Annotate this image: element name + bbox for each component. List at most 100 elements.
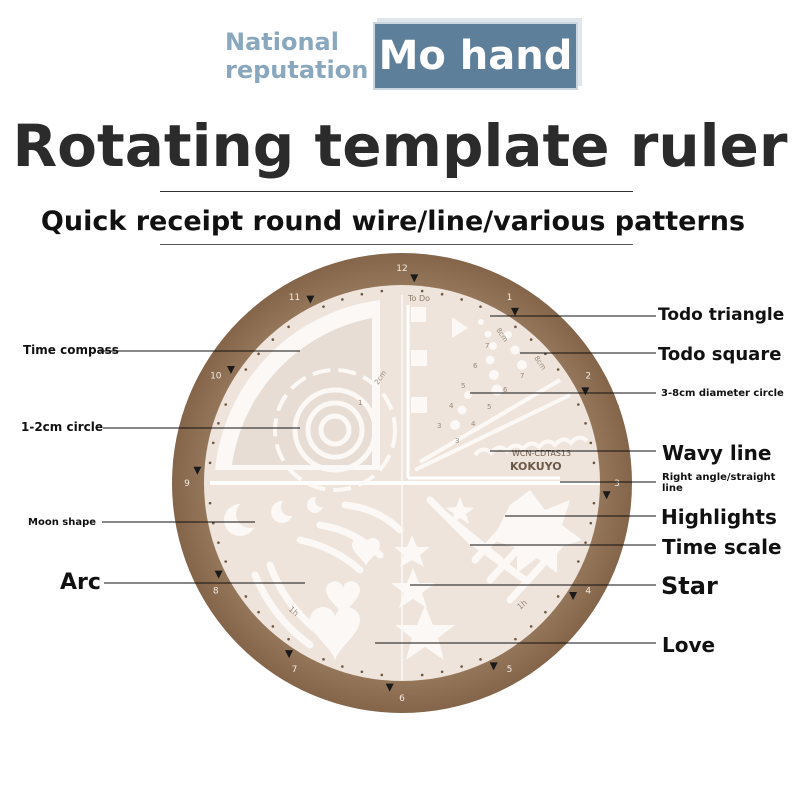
dial-number: 8 xyxy=(213,587,219,597)
dial-tick xyxy=(360,670,364,674)
dial-triangle xyxy=(489,662,498,671)
dial-tick xyxy=(341,298,344,301)
dial-tick xyxy=(479,658,482,661)
dial-tick xyxy=(380,673,384,677)
page-title: Rotating template ruler xyxy=(12,112,788,180)
dial-tick xyxy=(529,625,533,628)
dial-tick xyxy=(341,665,344,668)
brand-logo: National reputation Mo hand xyxy=(225,20,585,95)
dial-tick xyxy=(244,368,248,371)
dial-tick xyxy=(322,305,325,308)
dial-tick xyxy=(257,610,260,614)
maker-logo: KOKUYO xyxy=(510,460,562,473)
dial-triangle xyxy=(285,650,294,659)
dial-tick xyxy=(592,461,596,465)
scale-mark: 4 xyxy=(449,402,454,410)
dial-tick xyxy=(577,560,580,563)
dial-tick xyxy=(514,325,517,329)
scale-mark: 7 xyxy=(485,342,489,350)
dial-number: 2 xyxy=(585,372,591,382)
dial-tick xyxy=(589,521,593,525)
dial-tick xyxy=(479,305,482,308)
dial-triangle xyxy=(410,274,419,283)
dial-number: 4 xyxy=(585,587,591,597)
scale-mark: 5 xyxy=(487,403,491,411)
callout-arc: Arc xyxy=(60,570,101,595)
dial-tick xyxy=(440,292,444,296)
callout-moon-shape: Moon shape xyxy=(28,517,97,528)
scale-mark: 7 xyxy=(520,372,524,380)
title-divider xyxy=(160,191,633,192)
todo-label: To Do xyxy=(407,294,430,303)
dial-triangle xyxy=(193,466,202,475)
dial-tick xyxy=(440,670,444,674)
callout-circle-1-2cm: 1-2cm circle xyxy=(21,420,103,434)
dial-triangle xyxy=(306,295,315,304)
dial-tick xyxy=(271,338,275,341)
dial-tick xyxy=(224,403,227,406)
dial-number: 1 xyxy=(507,293,513,303)
dial-tick xyxy=(360,292,364,296)
dial-number: 5 xyxy=(507,665,513,675)
dial-number: 10 xyxy=(210,372,222,382)
dial-tick xyxy=(217,541,220,544)
scale-mark: 5 xyxy=(461,382,465,390)
callout-right-angle: Right angle/straight line xyxy=(662,472,776,494)
subtitle-divider xyxy=(160,244,633,245)
dial-tick xyxy=(592,501,596,505)
callout-time-scale: Time scale xyxy=(662,535,782,559)
model-number: WCN-CDTAS13 xyxy=(512,449,571,458)
dial-tick xyxy=(420,673,424,677)
dial-number: 9 xyxy=(184,479,190,489)
dial-tick xyxy=(208,461,212,465)
dial-tick xyxy=(244,595,248,598)
dial-tick xyxy=(287,637,290,641)
dial-number: 3 xyxy=(614,479,620,489)
dial-tick xyxy=(460,298,463,301)
love-shapes xyxy=(310,537,380,662)
scale-mark: 3 xyxy=(437,422,441,430)
dial-triangle xyxy=(581,387,590,396)
dial-tick xyxy=(556,368,560,371)
scale-mark: 3 xyxy=(455,437,459,445)
todo-shapes xyxy=(411,307,527,430)
diagonal-lines xyxy=(414,378,589,472)
dial-tick xyxy=(211,441,215,445)
dial-tick xyxy=(460,665,463,668)
dial-tick xyxy=(529,338,533,341)
brand-tagline: National reputation xyxy=(225,28,369,84)
dial-triangle xyxy=(510,307,519,316)
callout-todo-triangle: Todo triangle xyxy=(658,305,785,325)
brand-name: Mo hand xyxy=(378,33,573,79)
dial-number: 12 xyxy=(396,264,407,274)
dial-tick xyxy=(322,658,325,661)
dial-tick xyxy=(584,541,587,544)
dial-tick xyxy=(287,325,290,329)
dial-triangle xyxy=(602,491,611,500)
dial-number: 11 xyxy=(289,293,300,303)
dial-tick xyxy=(589,441,593,445)
dial-tick xyxy=(577,403,580,406)
highlight-burst xyxy=(492,490,582,573)
callout-diameter-circle: 3-8cm diameter circle xyxy=(661,388,784,399)
callout-todo-square: Todo square xyxy=(658,344,782,365)
star-shapes xyxy=(391,497,474,660)
callout-wavy-line: Wavy line xyxy=(662,441,772,465)
dial-tick xyxy=(514,637,517,641)
dial-tick xyxy=(584,422,587,425)
dial-triangle xyxy=(226,366,235,375)
dial-tick xyxy=(380,289,384,293)
callout-love: Love xyxy=(662,633,716,657)
dial-tick xyxy=(257,352,260,356)
dial-triangle xyxy=(214,570,223,579)
dial-tick xyxy=(420,289,424,293)
page-subtitle: Quick receipt round wire/line/various pa… xyxy=(40,206,746,237)
callout-highlights: Highlights xyxy=(661,505,777,529)
scale-mark: 6 xyxy=(473,362,478,370)
dial-number: 6 xyxy=(399,694,405,704)
dial-triangle xyxy=(569,591,578,600)
dial-tick xyxy=(544,610,547,614)
brand-name-box: Mo hand xyxy=(373,22,578,90)
